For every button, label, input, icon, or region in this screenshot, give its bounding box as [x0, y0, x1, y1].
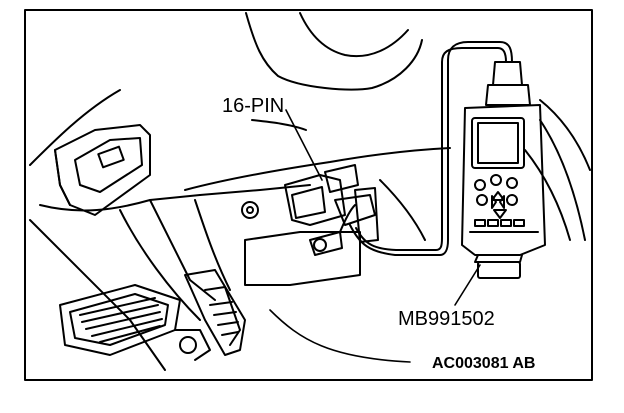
connector-label: 16-PIN	[222, 95, 284, 117]
side-panel	[54, 124, 151, 216]
dashboard-contours	[29, 12, 591, 241]
tool-label: MB991502	[398, 308, 495, 330]
leader-lines	[269, 109, 481, 363]
figure-border	[24, 9, 593, 381]
figure-id: AC003081 AB	[432, 355, 535, 372]
pedal-icon	[59, 269, 246, 361]
tool-cable	[349, 41, 513, 256]
scan-tool-icon	[461, 61, 546, 279]
diagnostic-connector-icon	[284, 164, 379, 256]
lower-dash	[29, 184, 361, 371]
